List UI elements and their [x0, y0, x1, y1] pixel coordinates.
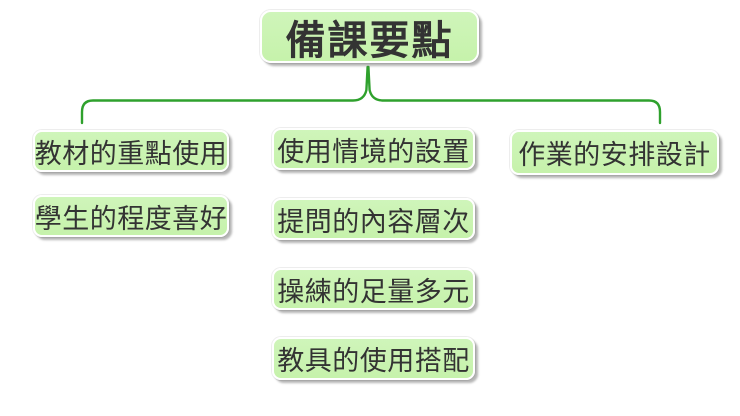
topic-node-drill-variety[interactable]: 操練的足量多元 [272, 268, 475, 310]
topic-label: 操練的足量多元 [277, 276, 470, 307]
topic-label: 學生的程度喜好 [34, 203, 228, 234]
topic-node-materials-usage[interactable]: 教材的重點使用 [33, 130, 229, 172]
topic-node-student-level[interactable]: 學生的程度喜好 [33, 195, 229, 237]
topic-label: 使用情境的設置 [277, 136, 470, 167]
topic-label: 教具的使用搭配 [277, 346, 470, 376]
topic-label: 作業的安排設計 [518, 140, 711, 170]
root-topic-label: 備課要點 [285, 18, 454, 63]
connector-right-branch [367, 65, 662, 125]
root-topic-node[interactable]: 備課要點 [260, 10, 479, 63]
connector-left-branch [80, 65, 369, 125]
topic-node-context-setup[interactable]: 使用情境的設置 [272, 128, 475, 170]
topic-node-homework-design[interactable]: 作業的安排設計 [510, 130, 719, 175]
topic-node-question-levels[interactable]: 提問的內容層次 [272, 198, 475, 240]
topic-label: 提問的內容層次 [277, 206, 470, 237]
topic-label: 教材的重點使用 [34, 138, 228, 169]
topic-node-teaching-aids[interactable]: 教具的使用搭配 [272, 337, 475, 380]
